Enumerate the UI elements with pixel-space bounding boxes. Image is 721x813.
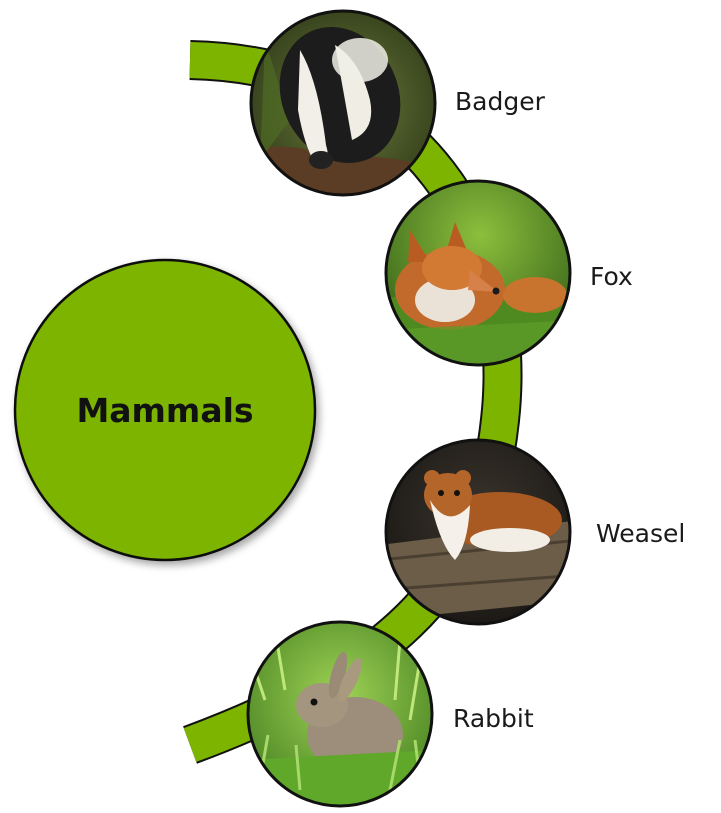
node-fox: Fox — [380, 175, 633, 380]
weasel-label: Weasel — [596, 519, 685, 548]
center-circle: Mammals — [15, 260, 315, 560]
node-rabbit: Rabbit — [245, 620, 534, 810]
rabbit-label: Rabbit — [453, 704, 534, 733]
badger-label: Badger — [455, 87, 546, 116]
node-weasel: Weasel — [380, 435, 685, 635]
node-badger: Badger — [250, 7, 546, 200]
center-title: Mammals — [76, 391, 253, 430]
fox-photo — [380, 175, 580, 380]
fox-label: Fox — [590, 262, 633, 291]
